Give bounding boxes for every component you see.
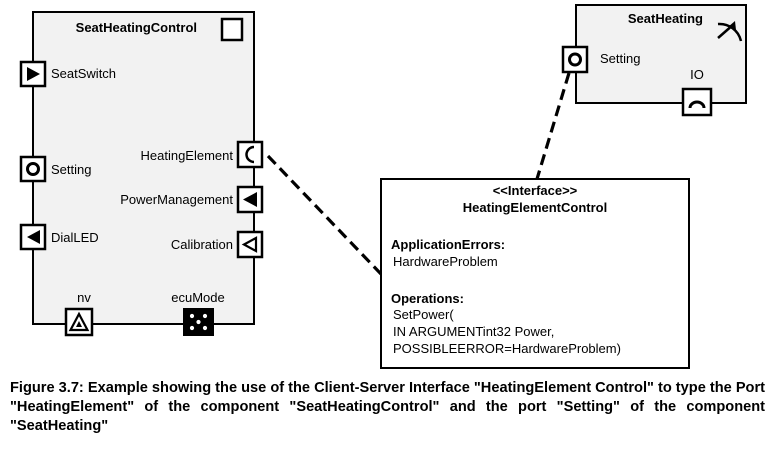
- dot-icon: [189, 325, 195, 331]
- seat-heating-control-title: SeatHeatingControl: [76, 20, 197, 35]
- port-power-management[interactable]: [236, 185, 264, 214]
- seat-heating-control-component[interactable]: SeatHeatingControl SeatSwitch Setting Di…: [19, 11, 264, 337]
- interface-box[interactable]: <<Interface>> HeatingElementControl Appl…: [380, 178, 690, 369]
- io-hw-icon: [688, 100, 706, 109]
- port-seat-heating-setting[interactable]: [561, 45, 589, 74]
- application-errors-heading: ApplicationErrors:: [391, 237, 505, 252]
- port-dial-led-label: DialLED: [51, 230, 99, 245]
- port-io[interactable]: [681, 87, 713, 117]
- port-calibration[interactable]: [236, 230, 264, 259]
- port-seat-switch-label: SeatSwitch: [51, 66, 116, 81]
- port-heating-element[interactable]: [236, 140, 264, 169]
- port-nv-label: nv: [77, 290, 91, 305]
- port-ecu-mode[interactable]: [183, 308, 214, 336]
- setting-connector: [535, 72, 571, 180]
- left-arrow-icon: [243, 192, 257, 207]
- circle-icon: [568, 52, 582, 67]
- left-arrow-icon: [27, 230, 40, 244]
- interface-name: HeatingElementControl: [463, 200, 607, 215]
- port-io-label: IO: [690, 67, 704, 82]
- operation-line: SetPower(: [393, 307, 454, 322]
- port-seat-switch[interactable]: [19, 60, 47, 88]
- port-heating-element-label: HeatingElement: [141, 148, 234, 163]
- dot-icon: [202, 325, 208, 331]
- port-calibration-label: Calibration: [171, 237, 233, 252]
- port-setting-label: Setting: [51, 162, 91, 177]
- operation-line: POSSIBLEERROR=HardwareProblem): [393, 341, 621, 356]
- dot-icon: [196, 319, 201, 325]
- interface-stereotype: <<Interface>>: [493, 183, 578, 198]
- port-dial-led[interactable]: [19, 223, 47, 251]
- dot-icon: [202, 313, 208, 319]
- sensor-actuator-icon: [717, 21, 743, 42]
- play-arrow-icon: [27, 67, 40, 81]
- port-ecu-mode-label: ecuMode: [171, 290, 224, 305]
- seat-heating-title: SeatHeating: [628, 11, 703, 26]
- left-arrow-outline-icon: [241, 236, 258, 253]
- port-seat-heating-setting-label: Setting: [600, 51, 640, 66]
- triangle-inner-icon: [76, 321, 82, 327]
- operations-heading: Operations:: [391, 291, 464, 306]
- require-socket-icon: [245, 145, 255, 164]
- heating-element-connector: [266, 154, 383, 276]
- port-power-management-label: PowerManagement: [120, 192, 233, 207]
- port-nv[interactable]: [64, 307, 94, 337]
- dot-icon: [189, 313, 195, 319]
- circle-icon: [26, 162, 40, 176]
- seat-heating-control-box: [32, 11, 255, 325]
- component-icon: [220, 17, 244, 42]
- operation-line: IN ARGUMENTint32 Power,: [393, 324, 554, 339]
- seat-heating-component[interactable]: SeatHeating Setting IO: [561, 4, 747, 117]
- figure-caption: Figure 3.7: Example showing the use of t…: [10, 380, 766, 434]
- port-setting[interactable]: [19, 155, 47, 183]
- application-error-item: HardwareProblem: [393, 254, 498, 269]
